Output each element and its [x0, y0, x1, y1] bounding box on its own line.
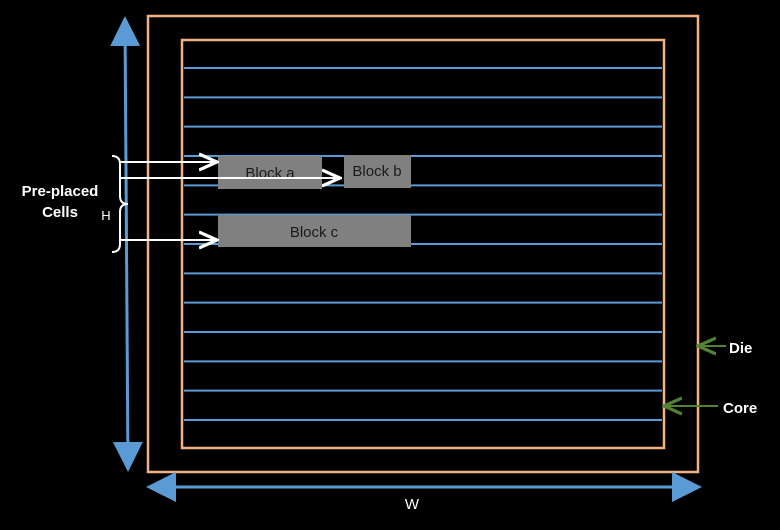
die-label: Die — [729, 340, 752, 357]
block-a-label: Block a — [245, 165, 295, 182]
block-c: Block c — [218, 215, 411, 247]
core-outline — [180, 38, 666, 450]
preplaced-brace — [111, 155, 129, 253]
block-a: Block a — [218, 156, 322, 189]
width-label: W — [405, 496, 420, 513]
preplaced-label-line2: Cells — [42, 204, 78, 221]
block-b-label: Block b — [352, 163, 401, 180]
height-dimension-arrow — [110, 16, 143, 472]
height-label: H — [101, 208, 110, 223]
standard-cell-rows — [184, 67, 662, 421]
block-b: Block b — [344, 155, 411, 188]
preplaced-label-line1: Pre-placed — [22, 183, 99, 200]
block-c-label: Block c — [290, 224, 339, 241]
core-label: Core — [723, 400, 757, 417]
